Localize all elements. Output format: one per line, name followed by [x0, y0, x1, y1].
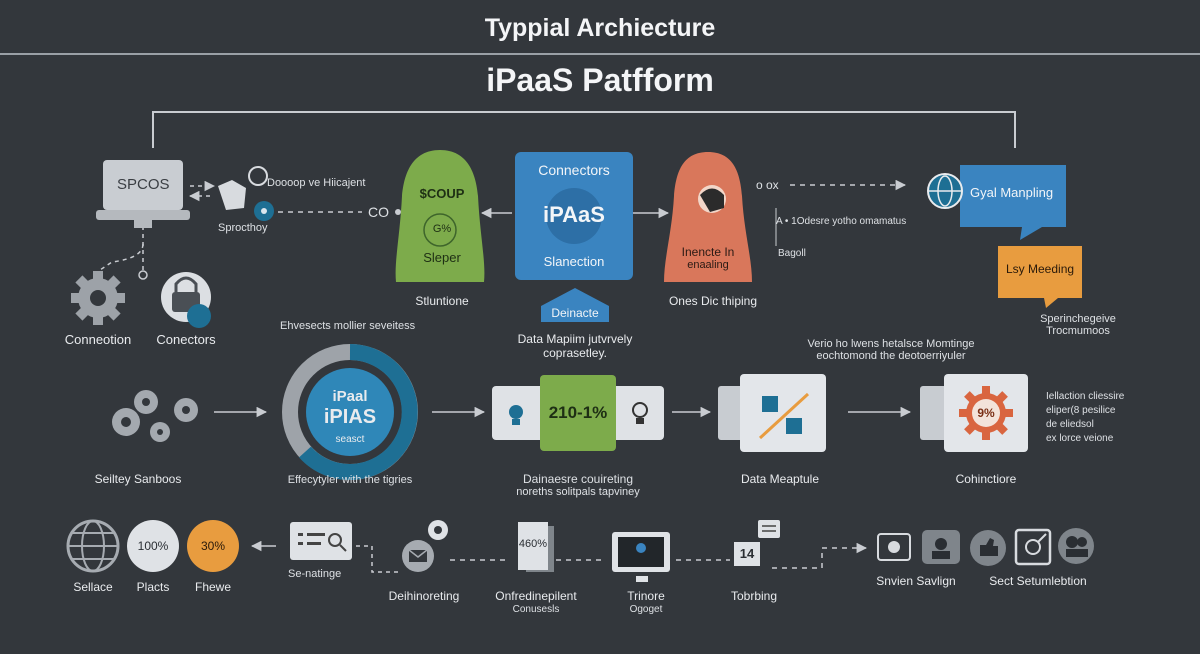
circle-line3: seasct — [335, 434, 365, 445]
orange-service-shape — [664, 152, 752, 282]
orange-gear-icon — [959, 386, 1013, 440]
placts-circle — [127, 520, 179, 572]
fhewe-label: Fhewe — [194, 580, 232, 594]
onfredinepilent-line2: Conusesls — [512, 604, 560, 615]
green-top-label: $COUP — [419, 186, 465, 201]
lsy-meeting-label: Lsy Meeding — [1006, 262, 1075, 276]
lsy-meeting-bubble-shape — [998, 246, 1082, 308]
sect-label: Sect Setumlebtion — [989, 574, 1087, 588]
green-badge-label: G% — [432, 223, 452, 235]
fhewe-value: 30% — [200, 539, 226, 553]
document-card-value: 460% — [518, 538, 548, 550]
circle-line1: iPaal — [332, 388, 368, 405]
green-value-card — [540, 375, 616, 451]
edit-box-icon — [1014, 528, 1052, 566]
placts-label: Placts — [136, 580, 170, 594]
data-meaptule-card — [740, 374, 826, 452]
main-title: iPaaS Patfform — [486, 62, 714, 98]
user-lock-icon — [922, 530, 960, 564]
gyal-mapping-bubble-shape — [960, 165, 1066, 240]
ipaas-top-label: Connectors — [538, 162, 610, 178]
safety-label: Seiltey Sanboos — [94, 472, 182, 486]
green-caption: Stluntione — [415, 294, 469, 308]
orange-line1: Inencte In — [681, 245, 735, 259]
ehvesects-label: Ehvesects mollier seveitess — [280, 320, 416, 332]
circle-caption: Effecytyler with the tigries — [287, 474, 413, 486]
bullet-item: ex lorce veione — [1046, 433, 1114, 444]
data-meaptule-label: Data Meaptule — [740, 472, 820, 486]
trinore-line2: Ogoget — [629, 604, 663, 615]
search-list-icon — [290, 522, 352, 560]
deinacte-badge-shape — [541, 288, 609, 322]
top-title: Typpial Archiecture — [484, 14, 716, 42]
snvien-label: Snvien Savlign — [876, 574, 956, 588]
bullet-item: eliper(8 pesilice — [1046, 405, 1116, 416]
calendar-chat-icon — [734, 520, 780, 566]
ipaas-donut-chart — [282, 344, 418, 480]
thumbs-up-icon — [970, 530, 1006, 566]
deinacte-label: Deinacte — [551, 306, 599, 320]
sellace-label: Sellace — [73, 580, 113, 594]
sperinch-line1: Sperinchegeive — [1040, 313, 1116, 325]
data-mapping-tool-icon — [758, 392, 810, 440]
deihinoreting-label: Deihinoreting — [388, 589, 460, 603]
onfredinepilent-line1: Onfredinepilent — [495, 589, 577, 603]
team-icon — [1058, 528, 1094, 564]
circle-line2: iPIAS — [323, 406, 377, 428]
trinore-line1: Trinore — [627, 589, 665, 603]
connection-gear-icon — [71, 271, 125, 325]
percent-badge: 9% — [977, 406, 995, 420]
lightbulb-left-icon — [509, 405, 523, 425]
spcos-monitor-icon — [96, 160, 190, 228]
green-service-shape — [395, 150, 485, 282]
placts-value: 100% — [137, 539, 169, 553]
dainaere-line1: Dainaesre couireting — [522, 472, 634, 486]
email-settings-icon — [402, 520, 448, 572]
co-label: CO — [368, 204, 389, 220]
verio-line1: Verio ho lwens hetalsce Momtinge — [807, 338, 975, 350]
ipaas-center-label: iPAaS — [543, 202, 605, 227]
oder-line: A • 1Odesre yotho omamatus — [776, 216, 907, 227]
orange-caption: Ones Dic thiping — [668, 294, 758, 308]
bagoll-label: Bagoll — [778, 248, 806, 259]
bullet-item: Iellaction cliessire — [1046, 391, 1125, 402]
safety-gears-icon — [112, 390, 198, 442]
camera-icon — [877, 533, 911, 561]
monitor-icon — [612, 532, 670, 582]
ipaas-bottom-label: Slanection — [543, 254, 605, 269]
integration-hand-icon — [218, 166, 274, 221]
conectors-label: Conectors — [156, 332, 216, 347]
lightbulb-right-icon — [632, 402, 648, 424]
calendar-value: 14 — [739, 546, 755, 561]
orange-line2: enaaling — [687, 259, 729, 271]
senatinge-label: Se-natinge — [288, 568, 342, 580]
oox-label: o ox — [756, 178, 779, 192]
green-card-value: 210-1% — [548, 403, 608, 422]
group-caption: Doooop ve Hiicajent — [267, 177, 366, 189]
globe-icon — [66, 519, 120, 573]
data-map-line1: Data Mapiim jutvrvely — [517, 332, 633, 346]
sprocthoy-label: Sprocthoy — [218, 222, 268, 234]
bullet-list: Iellaction cliessire eliper(8 pesilice d… — [1046, 390, 1124, 446]
sperinch-line2: Trocmumoos — [1046, 325, 1110, 337]
green-bottom-label: Sleper — [423, 250, 461, 265]
data-map-line2: coprasetley. — [543, 346, 607, 360]
verio-line2: eochtomond the deotoerriyuler — [816, 350, 966, 362]
bullet-item: de eliedsol — [1046, 419, 1094, 430]
spcos-label: SPCOS — [117, 176, 170, 193]
cohinctiore-label: Cohinctiore — [955, 472, 1017, 486]
platform-bracket — [152, 111, 1016, 148]
dainaere-line2: noreths solitpals tapviney — [516, 486, 640, 498]
connectors-lock-icon — [161, 272, 211, 328]
connection-label: Conneotion — [64, 332, 132, 347]
gyal-mapping-label: Gyal Manpling — [970, 185, 1054, 200]
tobrbing-label: Tobrbing — [730, 589, 778, 603]
document-stack-icon — [518, 522, 554, 572]
fhewe-circle — [187, 520, 239, 572]
